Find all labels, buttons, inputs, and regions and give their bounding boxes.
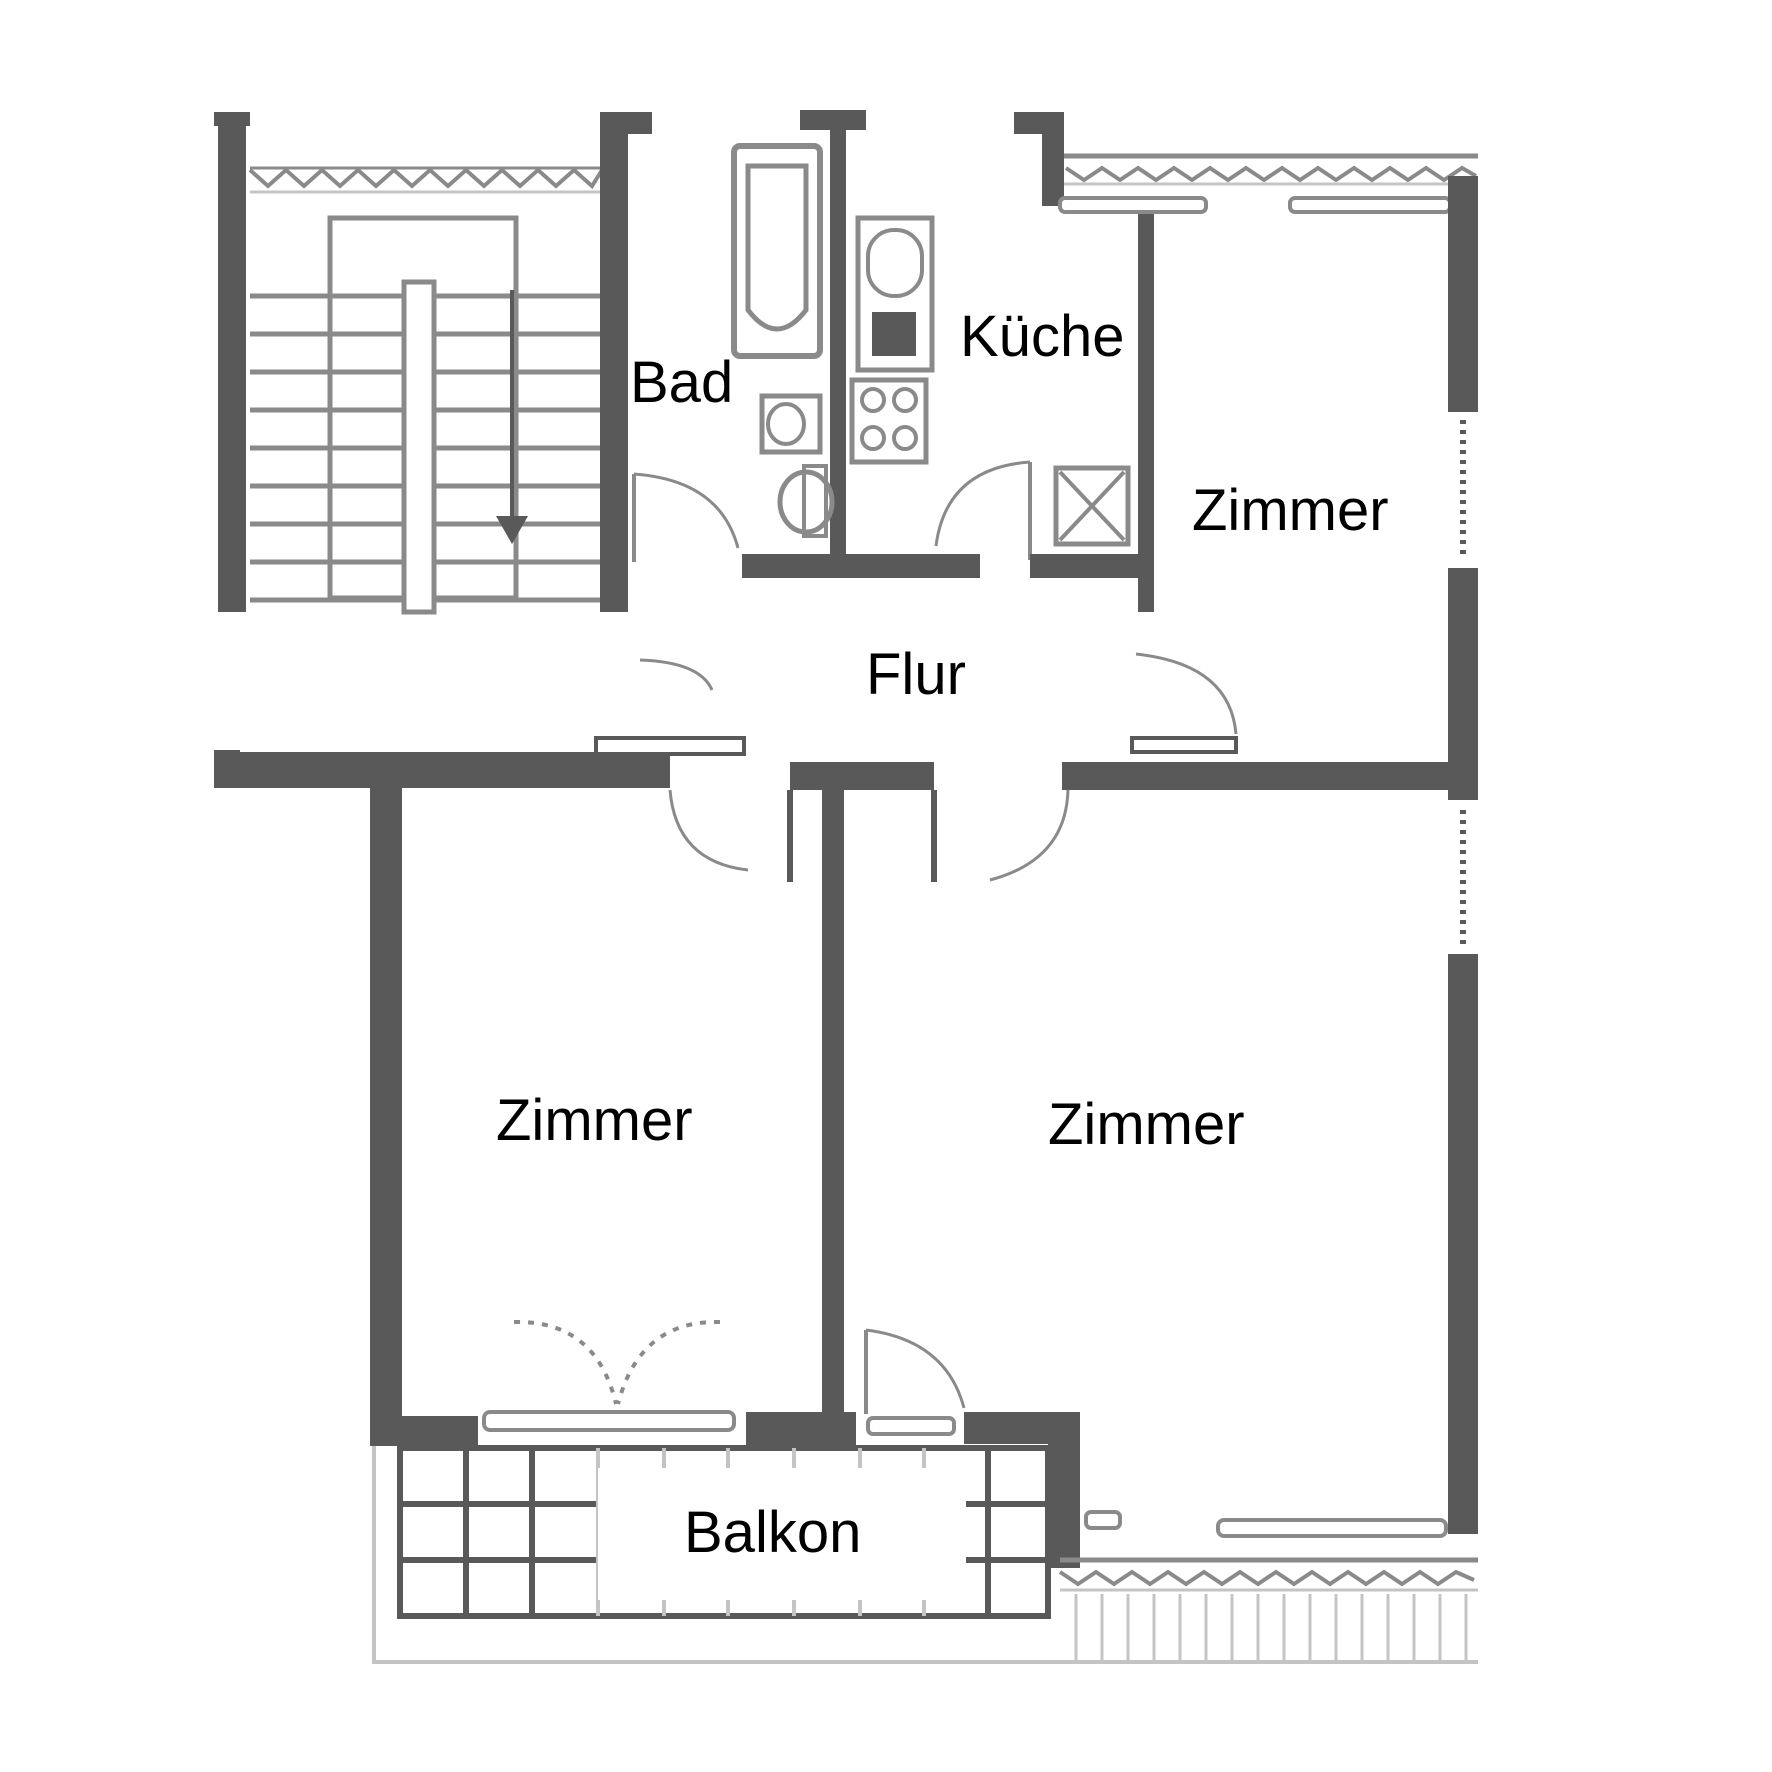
se-room-balcony-corner bbox=[1048, 1412, 1080, 1568]
south-dividing-wall bbox=[822, 778, 844, 1428]
label-zimmer-east: Zimmer bbox=[1048, 1092, 1245, 1157]
corridor-south-wall-west-cap bbox=[214, 750, 240, 760]
stair-wall-left bbox=[218, 112, 246, 612]
se-heater-knob bbox=[1084, 1510, 1122, 1530]
balcony-double-door-swing-right bbox=[616, 1319, 721, 1405]
se-railing bbox=[1074, 1594, 1468, 1660]
label-zimmer-north: Zimmer bbox=[1192, 478, 1389, 543]
stove-burners bbox=[860, 387, 918, 451]
corridor-south-wall-west bbox=[214, 752, 670, 788]
vent-shaft-diag-2 bbox=[1058, 470, 1126, 542]
balcony-single-door-swing bbox=[865, 1328, 966, 1409]
kitchen-south-wall-east bbox=[1030, 554, 1154, 578]
balcony-outer-railing bbox=[372, 1446, 1478, 1664]
stair-wall-right-cap bbox=[600, 112, 652, 134]
se-window-sill bbox=[1216, 1518, 1448, 1538]
balcony bbox=[372, 1445, 1478, 1664]
entrance-jamb bbox=[594, 736, 746, 756]
toilet-bowl bbox=[777, 469, 835, 535]
label-kueche: Küche bbox=[960, 304, 1124, 369]
stair-handrail bbox=[401, 279, 437, 615]
toilet-tank bbox=[802, 464, 828, 538]
kitchen-sink-basin bbox=[866, 228, 924, 298]
bath-kitchen-south-wall bbox=[742, 554, 980, 578]
east-wall-mid bbox=[1448, 568, 1478, 800]
west-room-door-swing bbox=[668, 789, 749, 872]
label-zimmer-west: Zimmer bbox=[496, 1088, 693, 1153]
sw-room-south-wall-left bbox=[370, 1416, 478, 1446]
balcony-door-sill-right bbox=[866, 1416, 956, 1436]
north-east-room bbox=[1058, 153, 1478, 1534]
bathroom bbox=[632, 110, 866, 570]
bathtub bbox=[731, 143, 823, 359]
washbasin-bowl bbox=[766, 402, 806, 446]
east-wall-top bbox=[1448, 176, 1478, 412]
kitchen-east-wall bbox=[1138, 210, 1154, 612]
stair-arrow-icon bbox=[496, 516, 528, 544]
bathtub-basin bbox=[745, 163, 809, 332]
kitchen-top-wall-down bbox=[1042, 112, 1064, 206]
ne-room-door-jamb bbox=[1130, 736, 1238, 754]
corridor-south-wall-mid bbox=[790, 762, 934, 790]
bath-kitchen-partition bbox=[830, 120, 846, 570]
ne-room-zigzag bbox=[1064, 165, 1477, 183]
ne-window-sill-right bbox=[1288, 196, 1452, 214]
corridor-south-wall-east bbox=[1062, 762, 1478, 790]
staircase bbox=[214, 112, 652, 615]
label-bad: Bad bbox=[630, 350, 733, 415]
sw-room-south-wall-mid bbox=[746, 1412, 856, 1446]
label-flur: Flur bbox=[866, 642, 966, 707]
sw-room-west-wall bbox=[370, 778, 402, 1434]
ne-window-sill-left bbox=[1058, 196, 1208, 214]
stair-top-zigzag bbox=[248, 167, 604, 190]
balcony-tiles bbox=[397, 1445, 1051, 1619]
kitchen-door-swing bbox=[934, 460, 1031, 547]
east-room-door-swing bbox=[989, 789, 1070, 882]
balcony-label-box bbox=[598, 1468, 966, 1600]
kitchen bbox=[742, 112, 1154, 612]
kitchen-sink-drain bbox=[872, 312, 916, 356]
se-room-zigzag bbox=[1058, 1569, 1475, 1587]
entrance-door-swing bbox=[639, 658, 714, 691]
stair-wall-left-cap bbox=[214, 112, 250, 126]
south-rooms bbox=[370, 778, 1478, 1660]
bath-partition-cap bbox=[800, 110, 866, 130]
balcony-door-sill-left bbox=[482, 1410, 736, 1432]
label-balkon: Balkon bbox=[684, 1500, 861, 1565]
corridor bbox=[214, 652, 1478, 882]
stair-wall-right bbox=[600, 112, 628, 612]
east-wall-bottom bbox=[1448, 954, 1478, 1534]
ne-room-door-swing bbox=[1135, 652, 1238, 735]
bath-door-swing bbox=[633, 472, 740, 549]
balcony-double-door-swing-left bbox=[513, 1319, 618, 1405]
